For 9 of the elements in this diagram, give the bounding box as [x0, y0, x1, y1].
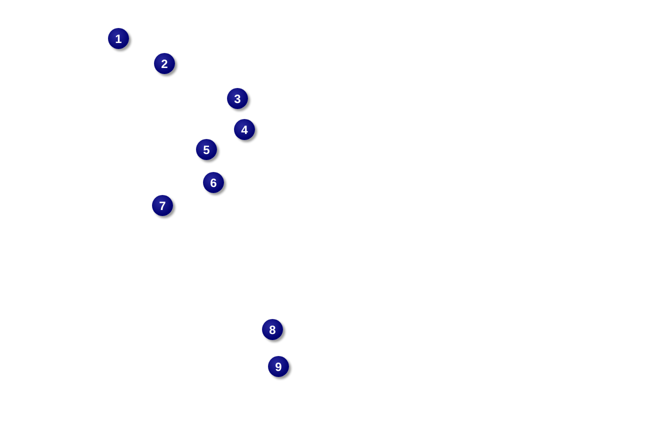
callout-number: 9 [268, 356, 289, 377]
callout-number: 4 [234, 119, 255, 140]
callout-number: 3 [227, 88, 248, 109]
callout-number: 7 [152, 195, 173, 216]
callout-number: 6 [203, 172, 224, 193]
callout-number: 1 [108, 28, 129, 49]
callout-number: 8 [262, 319, 283, 340]
callout-number: 5 [196, 139, 217, 160]
callout-number: 2 [154, 53, 175, 74]
